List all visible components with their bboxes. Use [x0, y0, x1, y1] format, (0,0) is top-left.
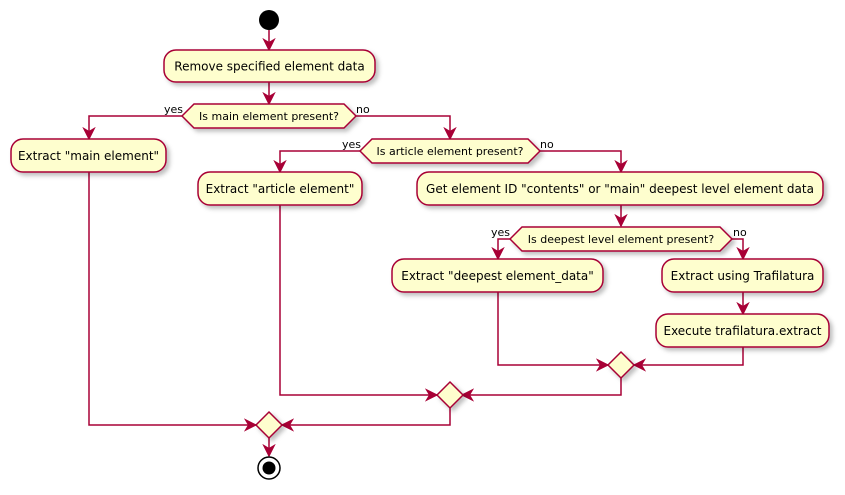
- action-extract-trafilatura: Extract using Trafilatura: [661, 258, 824, 293]
- action-extract-deepest-label: Extract "deepest element_data": [401, 269, 594, 283]
- decision-main: Is main element present?: [180, 103, 358, 129]
- branch-label-deepest-no: no: [733, 226, 747, 239]
- action-extract-trafilatura-label: Extract using Trafilatura: [671, 269, 815, 283]
- action-get-element-id: Get element ID "contents" or "main" deep…: [416, 171, 824, 206]
- merge-article: [435, 380, 465, 410]
- branch-label-article-yes: yes: [342, 138, 361, 151]
- action-execute-trafilatura-label: Execute trafilatura.extract: [663, 324, 821, 338]
- edge-article-no: [540, 150, 628, 174]
- branch-label-deepest-yes: yes: [491, 226, 510, 239]
- edge-article-extract-to-merge: [279, 205, 439, 402]
- branch-label-article-no: no: [540, 138, 554, 151]
- decision-article-label: Is article element present?: [377, 145, 524, 158]
- action-get-element-id-label: Get element ID "contents" or "main" deep…: [426, 182, 814, 196]
- decision-article: Is article element present?: [358, 138, 542, 164]
- decision-deepest-label: Is deepest level element present?: [528, 233, 715, 246]
- action-remove-label: Remove specified element data: [174, 60, 364, 74]
- action-extract-main-label: Extract "main element": [18, 149, 159, 163]
- action-extract-deepest: Extract "deepest element_data": [391, 258, 604, 293]
- edge-deepest-extract-to-merge: [497, 292, 610, 372]
- start-node: [259, 10, 279, 30]
- action-extract-article: Extract "article element": [197, 171, 363, 206]
- decision-deepest: Is deepest level element present?: [508, 226, 734, 252]
- merge-inner: [606, 350, 636, 380]
- edge-article-yes: [273, 150, 360, 174]
- branch-label-main-yes: yes: [164, 103, 183, 116]
- action-remove: Remove specified element data: [163, 49, 376, 83]
- edges: [82, 30, 750, 458]
- edge-article-merge-to-final-merge: [280, 407, 451, 432]
- action-execute-trafilatura: Execute trafilatura.extract: [655, 313, 830, 348]
- edge-inner-merge-to-article-merge: [460, 377, 622, 402]
- edge-deepest-no: [732, 238, 750, 261]
- edge-main-no: [356, 115, 457, 141]
- merge-final: [254, 410, 284, 440]
- action-extract-main: Extract "main element": [10, 138, 167, 173]
- edge-deepest-yes: [491, 238, 510, 261]
- decision-main-label: Is main element present?: [199, 110, 339, 123]
- branch-label-main-no: no: [356, 103, 370, 116]
- edge-execute-to-merge: [632, 347, 744, 372]
- edge-main-extract-to-final-merge: [88, 172, 258, 432]
- action-extract-article-label: Extract "article element": [206, 182, 355, 196]
- end-node: [257, 456, 281, 480]
- edge-main-yes: [82, 115, 182, 141]
